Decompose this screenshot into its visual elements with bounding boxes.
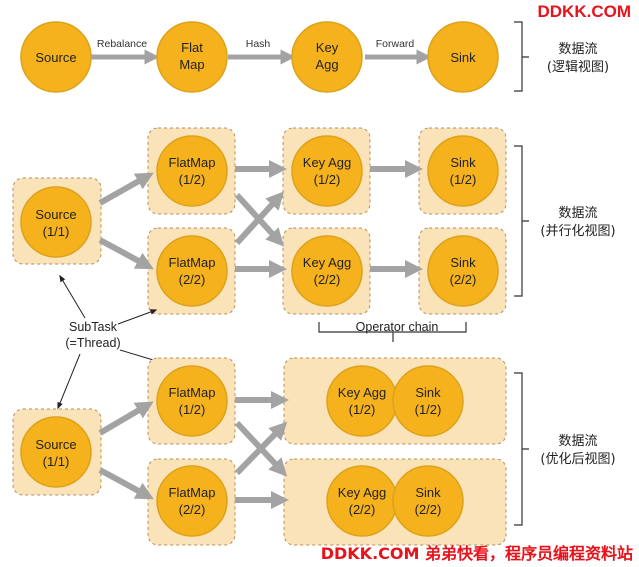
svg-text:Key Agg: Key Agg: [303, 155, 351, 170]
svg-text:Sink: Sink: [450, 50, 476, 65]
optimized-node-source: Source (1/1): [20, 416, 92, 488]
optimized-bracket: [514, 372, 529, 526]
svg-text:(1/2): (1/2): [179, 172, 206, 187]
logical-edge-rebalance: Rebalance: [90, 38, 160, 65]
logical-label-title: 数据流: [558, 42, 597, 57]
svg-text:(2/2): (2/2): [349, 502, 376, 517]
svg-text:(1/2): (1/2): [415, 402, 442, 417]
optimized-node-keyagg-2: Key Agg (2/2): [326, 465, 398, 537]
optimized-node-sink-1: Sink (1/2): [392, 365, 464, 437]
svg-text:Sink: Sink: [450, 155, 476, 170]
parallel-node-sink-1: Sink (1/2): [427, 135, 499, 207]
svg-text:(2/2): (2/2): [314, 272, 341, 287]
svg-text:Source: Source: [35, 437, 76, 452]
parallel-node-flatmap-2: FlatMap (2/2): [156, 235, 228, 307]
svg-text:Key Agg: Key Agg: [338, 485, 386, 500]
svg-text:Sink: Sink: [415, 385, 441, 400]
svg-text:Agg: Agg: [315, 57, 338, 72]
optimized-node-flatmap-2: FlatMap (2/2): [156, 465, 228, 537]
svg-text:Source: Source: [35, 50, 76, 65]
parallel-node-flatmap-1: FlatMap (1/2): [156, 135, 228, 207]
logical-node-flatmap: Flat Map: [156, 21, 228, 93]
svg-text:(2/2): (2/2): [179, 502, 206, 517]
svg-text:(1/1): (1/1): [43, 454, 70, 469]
svg-text:Key: Key: [316, 40, 339, 55]
watermark-bottom: DDKK.COM 弟弟快看，程序员编程资料站: [320, 544, 633, 563]
operator-chain-brace: [318, 322, 467, 342]
logical-bracket: [514, 21, 529, 92]
svg-text:FlatMap: FlatMap: [169, 155, 216, 170]
logical-node-source: Source: [20, 21, 92, 93]
subtask-label-sub: (=Thread): [65, 336, 120, 350]
optimized-label-subtitle: (优化后视图): [540, 452, 615, 467]
watermark-top: DDKK.COM: [537, 2, 632, 21]
optimized-node-sink-2: Sink (2/2): [392, 465, 464, 537]
parallel-label-subtitle: (并行化视图): [540, 224, 615, 239]
svg-text:(2/2): (2/2): [179, 272, 206, 287]
optimized-view: Source (1/1) FlatMap (1/2) FlatMap (2/2)…: [12, 357, 616, 546]
svg-text:Key Agg: Key Agg: [303, 255, 351, 270]
svg-text:Sink: Sink: [450, 255, 476, 270]
edge-label-rebalance: Rebalance: [97, 38, 147, 50]
parallel-view: Source (1/1) FlatMap (1/2) FlatMap (2/2)…: [12, 127, 616, 342]
svg-text:Sink: Sink: [415, 485, 441, 500]
edge-label-forward: Forward: [376, 38, 415, 50]
subtask-annotation: SubTask (=Thread): [57, 274, 162, 410]
optimized-label-title: 数据流: [558, 434, 597, 449]
svg-text:FlatMap: FlatMap: [169, 255, 216, 270]
svg-text:(1/1): (1/1): [43, 224, 70, 239]
logical-edge-forward: Forward: [365, 38, 432, 65]
svg-text:(1/2): (1/2): [179, 402, 206, 417]
svg-text:(1/2): (1/2): [450, 172, 477, 187]
svg-text:Flat: Flat: [181, 40, 203, 55]
svg-text:(2/2): (2/2): [450, 272, 477, 287]
svg-text:FlatMap: FlatMap: [169, 485, 216, 500]
parallel-label-title: 数据流: [558, 206, 597, 221]
optimized-arrows: [98, 391, 289, 509]
logical-label-subtitle: (逻辑视图): [547, 60, 609, 75]
parallel-node-keyagg-1: Key Agg (1/2): [291, 135, 363, 207]
parallel-bracket: [514, 145, 529, 297]
svg-text:(1/2): (1/2): [349, 402, 376, 417]
edge-label-hash: Hash: [246, 38, 271, 50]
logical-node-sink: Sink: [427, 21, 499, 93]
logical-view: Rebalance Hash Forward Source Flat Map K…: [20, 21, 609, 93]
parallel-node-source: Source (1/1): [20, 186, 92, 258]
svg-text:Map: Map: [179, 57, 204, 72]
svg-text:Key Agg: Key Agg: [338, 385, 386, 400]
operator-chain-label: Operator chain: [356, 320, 439, 334]
subtask-label: SubTask: [69, 320, 118, 334]
logical-node-keyagg: Key Agg: [291, 21, 363, 93]
optimized-node-keyagg-1: Key Agg (1/2): [326, 365, 398, 437]
parallel-node-sink-2: Sink (2/2): [427, 235, 499, 307]
parallel-arrows: [98, 160, 423, 278]
svg-text:(1/2): (1/2): [314, 172, 341, 187]
optimized-node-flatmap-1: FlatMap (1/2): [156, 365, 228, 437]
svg-text:FlatMap: FlatMap: [169, 385, 216, 400]
svg-text:Source: Source: [35, 207, 76, 222]
logical-edge-hash: Hash: [228, 38, 296, 65]
svg-text:(2/2): (2/2): [415, 502, 442, 517]
parallel-node-keyagg-2: Key Agg (2/2): [291, 235, 363, 307]
